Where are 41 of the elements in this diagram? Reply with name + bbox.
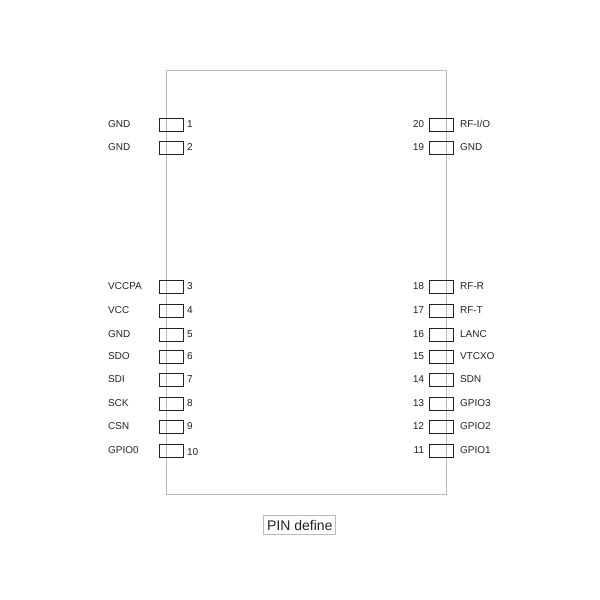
pin-name: VTCXO <box>460 351 494 363</box>
pin-name: SDO <box>108 351 130 363</box>
pin-name: GND <box>460 142 482 154</box>
pin-name: GPIO3 <box>460 398 491 410</box>
pin-number: 13 <box>412 398 424 410</box>
pin-name: SDI <box>108 374 125 386</box>
pin-name: SDN <box>460 374 482 386</box>
pin-number: 11 <box>414 445 424 457</box>
pin-number: 16 <box>412 329 424 341</box>
pin-name: RF-T <box>460 305 483 317</box>
pin-number: 1 <box>187 119 193 131</box>
pin-name: VCC <box>108 305 130 317</box>
pin-name: GND <box>108 142 130 154</box>
pin-number: 6 <box>187 351 193 363</box>
pin-number: 20 <box>412 119 424 131</box>
pin-number: 9 <box>187 421 193 433</box>
pin-number: 17 <box>412 305 424 317</box>
pin-number: 2 <box>187 142 193 154</box>
pin-number: 3 <box>187 281 193 293</box>
pin-number: 5 <box>187 329 193 341</box>
pin-name: VCCPA <box>108 281 142 293</box>
pin-name: LANC <box>460 329 487 341</box>
pin-name: RF-R <box>460 281 484 293</box>
pin-number: 15 <box>412 351 424 363</box>
pin-name: RF-I/O <box>460 119 490 131</box>
pin-number: 10 <box>187 447 198 459</box>
pin-name: GPIO1 <box>460 445 491 457</box>
pin-number: 7 <box>187 374 193 386</box>
pin-number: 18 <box>412 281 424 293</box>
pin-name: SCK <box>108 398 129 410</box>
pin-number: 14 <box>412 374 424 386</box>
pin-number: 4 <box>187 305 193 317</box>
pin-name: GPIO2 <box>460 421 491 433</box>
pin-number: 12 <box>412 421 424 433</box>
pin-name: GND <box>108 329 130 341</box>
pin-name: GPIO0 <box>108 445 139 457</box>
pin-name: GND <box>108 119 130 131</box>
caption-label: PIN define <box>263 515 336 535</box>
pin-number: 8 <box>187 398 193 410</box>
pin-number: 19 <box>412 142 424 154</box>
pin-name: CSN <box>108 421 130 433</box>
